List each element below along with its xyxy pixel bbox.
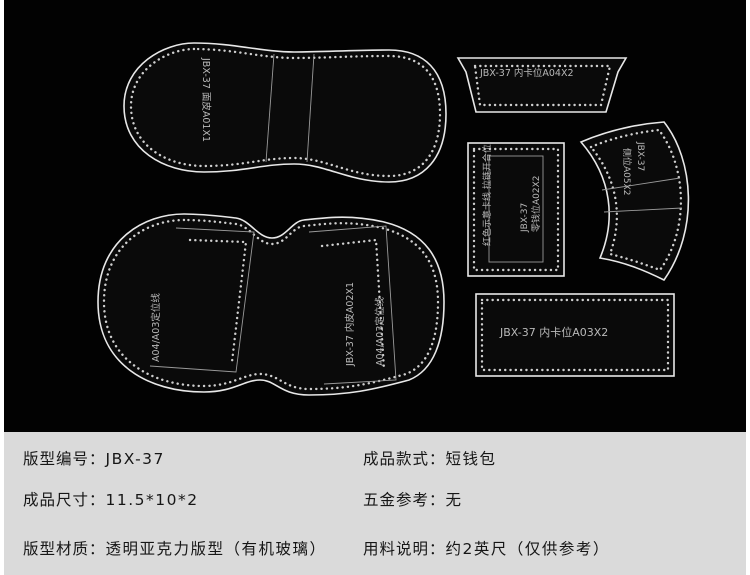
- card-slot-a03-piece: JBX-37 内卡位A03X2: [475, 293, 675, 377]
- spec-product-type-value: 短钱包: [445, 450, 497, 468]
- card-slot-a04-label: JBX-37 内卡位A04X2: [479, 67, 574, 79]
- spec-model-no-label: 版型编号：: [23, 450, 106, 468]
- card-slot-a04-piece: JBX-37 内卡位A04X2: [456, 57, 628, 113]
- coin-pocket-piece: 红色示意卡线 拉链开合位 JBX-37 零钱位A02X2: [467, 142, 565, 277]
- spec-panel: 版型编号：JBX-37 成品款式：短钱包 成品尺寸：11.5*10*2 五金参考…: [4, 432, 746, 575]
- arc-piece: 侧位A05X2 JBX-37: [579, 121, 690, 282]
- outer-leather-piece: JBX-37 面皮A01X1: [123, 42, 447, 183]
- spec-leather: 用料说明：约2英尺（仅供参考）: [363, 537, 610, 559]
- spec-hardware-label: 五金参考：: [363, 491, 446, 509]
- arc-piece-name: 侧位A05X2: [621, 148, 633, 196]
- inner-locator-left-label: A04/A03定位线: [150, 293, 162, 362]
- spec-leather-value: 约2英尺（仅供参考）: [445, 540, 610, 558]
- spec-product-type-label: 成品款式：: [363, 450, 446, 468]
- spec-model-no: 版型编号：JBX-37: [23, 447, 165, 469]
- spec-material: 版型材质：透明亚克力版型（有机玻璃）: [23, 537, 327, 559]
- inner-locator-right-label: A04/A03定位线: [374, 297, 386, 366]
- inner-leather-piece: A04/A03定位线 JBX-37 内皮A02X1 A04/A03定位线: [97, 213, 445, 396]
- coin-pocket-code: JBX-37: [520, 203, 530, 233]
- spec-size-label: 成品尺寸：: [23, 491, 106, 509]
- inner-leather-label: JBX-37 内皮A02X1: [344, 282, 356, 367]
- spec-material-value: 透明亚克力版型（有机玻璃）: [105, 540, 327, 558]
- spec-size: 成品尺寸：11.5*10*2: [23, 488, 199, 510]
- spec-product-type: 成品款式：短钱包: [363, 447, 497, 469]
- spec-model-no-value: JBX-37: [105, 450, 165, 468]
- template-photo: JBX-37 面皮A01X1 A04/A03定位线 JBX-37 内皮A02X1…: [4, 0, 746, 432]
- spec-hardware-value: 无: [445, 491, 463, 509]
- spec-material-label: 版型材质：: [23, 540, 106, 558]
- card-slot-a03-label: JBX-37 内卡位A03X2: [499, 325, 608, 339]
- spec-hardware: 五金参考：无: [363, 488, 463, 510]
- arc-piece-code: JBX-37: [635, 141, 645, 171]
- coin-pocket-name: 零钱位A02X2: [530, 175, 542, 232]
- outer-leather-label: JBX-37 面皮A01X1: [200, 57, 212, 142]
- spec-size-value: 11.5*10*2: [105, 491, 199, 509]
- coin-pocket-note: 红色示意卡线 拉链开合位: [481, 144, 493, 246]
- spec-leather-label: 用料说明：: [363, 540, 446, 558]
